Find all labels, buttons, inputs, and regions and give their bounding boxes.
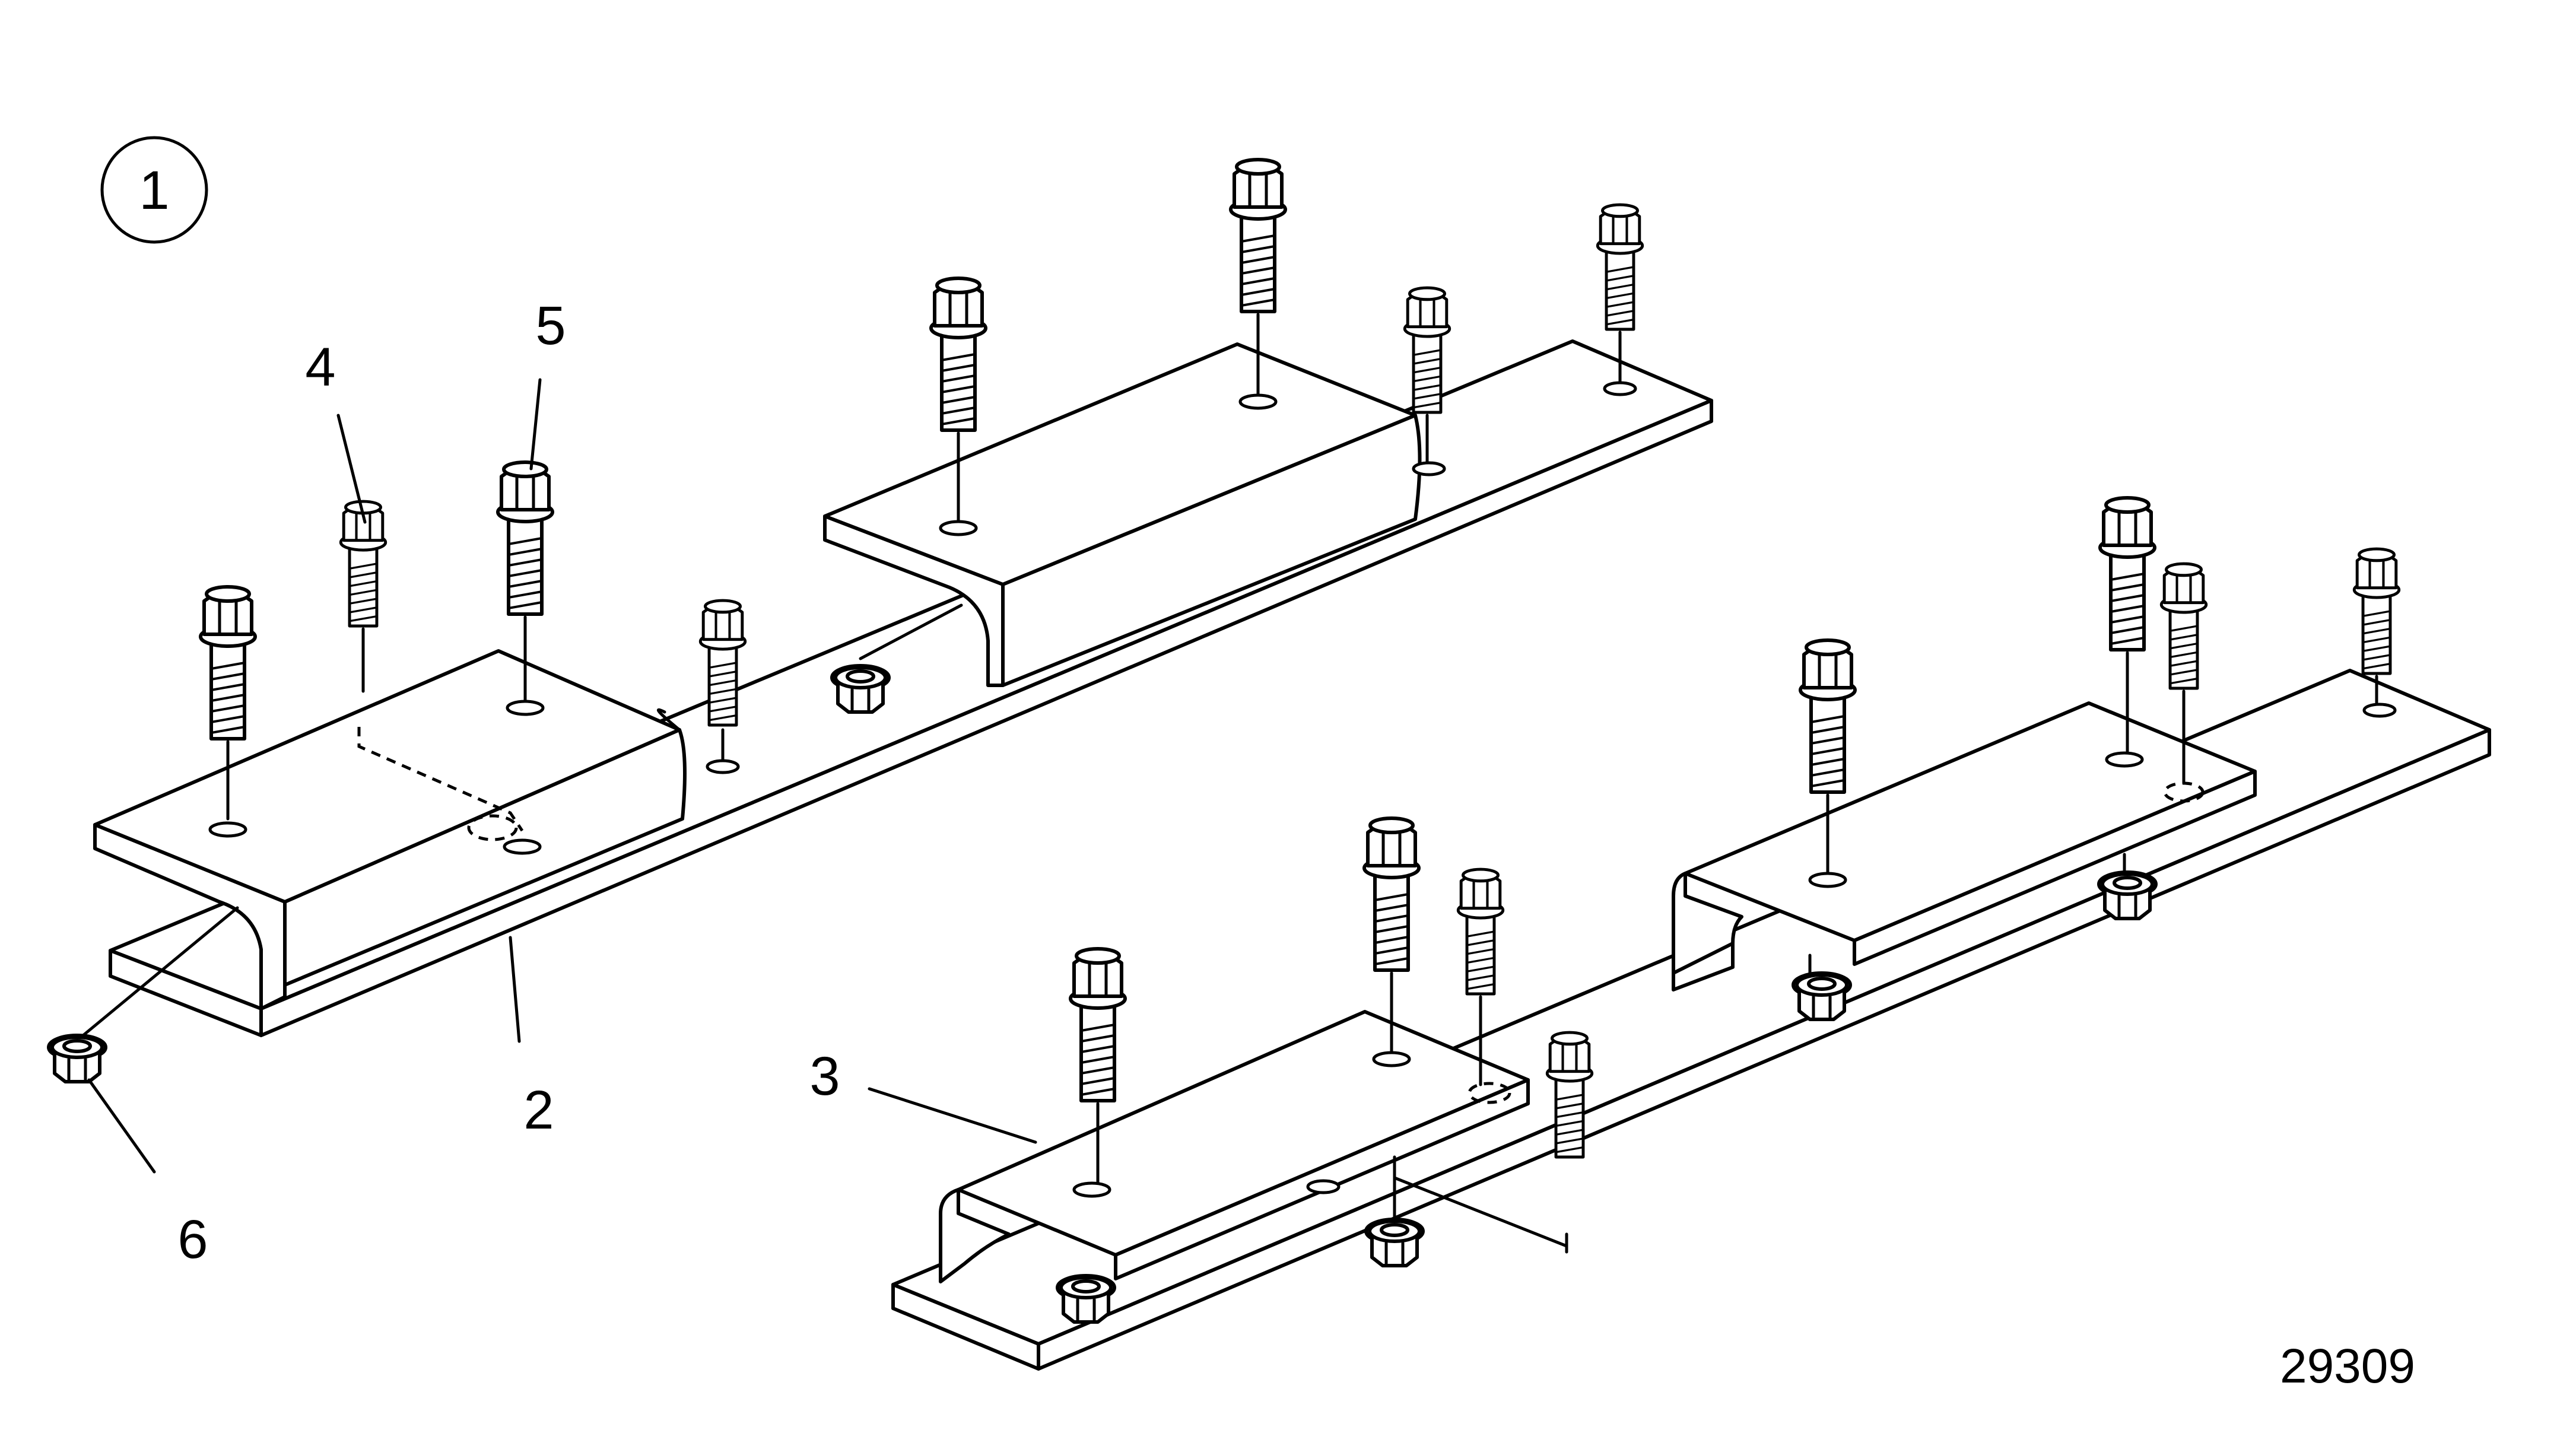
view-number: 1 — [139, 160, 169, 221]
leader-lines — [87, 378, 1037, 1174]
middle-bracket — [706, 342, 1637, 774]
view-number-badge: 1 — [100, 136, 208, 244]
centerlines-lower — [1096, 651, 2378, 1254]
callout-6: 6 — [177, 1209, 208, 1270]
upper-assembly — [49, 160, 1713, 1082]
callout-3: 3 — [809, 1046, 840, 1107]
callout-2: 2 — [523, 1080, 554, 1140]
callout-5: 5 — [535, 295, 566, 356]
lower-assembly — [891, 498, 2491, 1371]
left-bracket — [93, 649, 687, 1010]
drawing-number: 29309 — [2280, 1339, 2415, 1393]
lower-left-bracket — [939, 1010, 1530, 1283]
callout-4: 4 — [305, 337, 335, 398]
lower-right-bracket — [1672, 701, 2397, 991]
centerlines-upper — [81, 313, 1622, 1037]
